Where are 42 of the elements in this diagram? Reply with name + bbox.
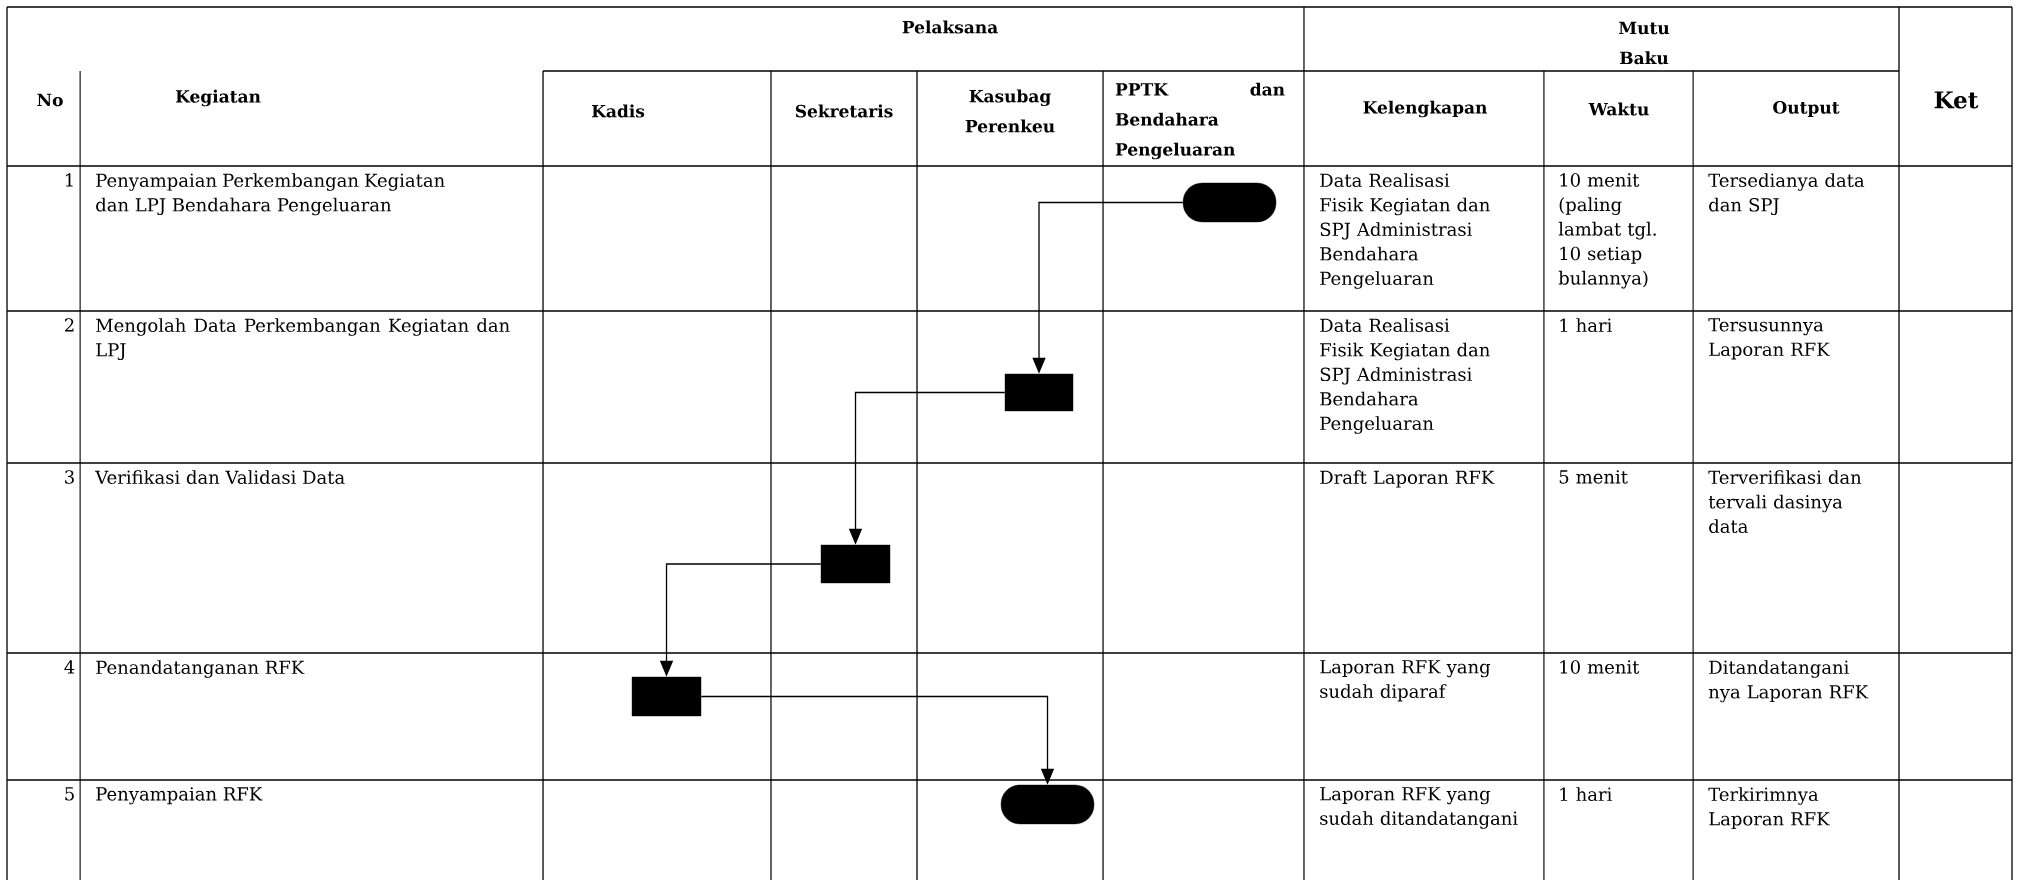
process-box	[1004, 373, 1074, 412]
header-text: Waktu	[1588, 102, 1649, 116]
header-text: Kegiatan	[175, 89, 261, 107]
header-text: Output	[1773, 100, 1840, 118]
cell-text: 1 hari	[1560, 787, 1612, 802]
row-number: 2	[65, 318, 74, 332]
cell-text: Tersusunnya Laporan RFK	[1708, 318, 1830, 360]
cell-text: Ditandatangani nya Laporan RFK	[1708, 660, 1869, 703]
cell-text: Penyampaian RFK	[96, 787, 263, 805]
cell-text: Laporan RFK yang sudah ditandatangani	[1320, 787, 1518, 829]
process-box	[820, 544, 891, 584]
cell-text: Tersedianya data dan SPJ	[1708, 173, 1865, 216]
header-text: Pelaksana	[902, 20, 998, 34]
cell-text: Data Realisasi Fisik Kegiatan dan SPJ Administrasi Bendahara Pengeluaran	[1320, 173, 1490, 289]
cell-text: 10 menit (paling lambat tgl. 10 setiap bulannya)	[1558, 173, 1656, 289]
header-text: PPTK dan Bendahara Pengeluaran	[1115, 82, 1285, 160]
row-number: 4	[64, 660, 75, 674]
header-text: Sekretaris	[795, 104, 893, 118]
cell-text: Terkirimnya Laporan RFK	[1708, 787, 1830, 830]
cell-text: 10 menit	[1560, 660, 1640, 674]
header-text: Mutu Baku	[1619, 21, 1670, 65]
cell-text: Terverifikasi dan tervali dasinya data	[1708, 470, 1862, 534]
header-text: No	[37, 93, 63, 107]
row-number: 5	[65, 787, 74, 801]
cell-text: Mengolah Data Perkembangan Kegiatan dan LPJ	[96, 318, 510, 361]
cell-text: Laporan RFK yang sudah diparaf	[1320, 660, 1491, 702]
cell-text: 1 hari	[1560, 318, 1612, 333]
terminator-shape	[1000, 784, 1095, 825]
header-text: Kadis	[591, 104, 645, 118]
header-text: Kasubag Perenkeu	[965, 89, 1055, 133]
cell-text: Draft Laporan RFK	[1320, 470, 1495, 488]
cell-text: Data Realisasi Fisik Kegiatan dan SPJ Administrasi Bendahara Pengeluaran	[1320, 318, 1490, 434]
process-box	[631, 676, 702, 717]
row-number: 1	[65, 173, 73, 187]
cell-text: Penandatanganan RFK	[96, 660, 305, 678]
cell-text: 5 menit	[1559, 470, 1628, 484]
row-number: 3	[65, 470, 74, 484]
cell-text: Verifikasi dan Validasi Data	[95, 470, 345, 485]
header-text: Kelengkapan	[1363, 100, 1487, 118]
header-text: Ket	[1934, 91, 1979, 109]
terminator-shape	[1182, 182, 1277, 223]
cell-text: Penyampaian Perkembangan Kegiatan dan LPJ Bendahara Pengeluaran	[96, 173, 445, 216]
